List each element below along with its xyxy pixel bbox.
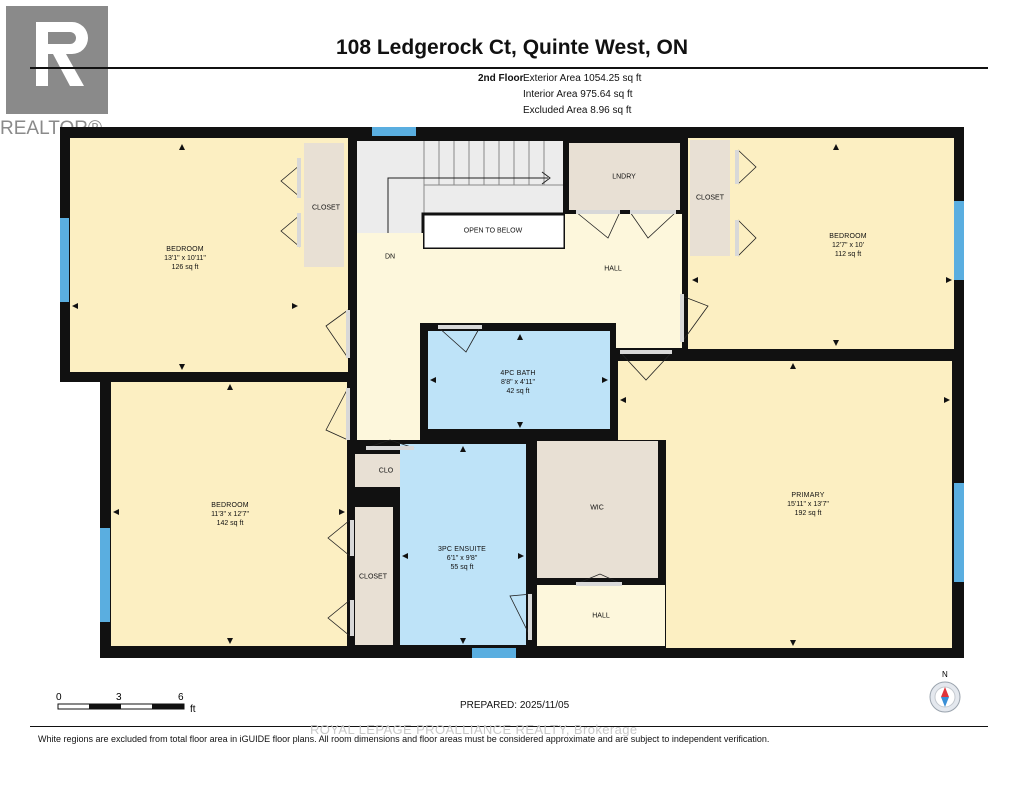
ensuite-3pc (400, 444, 526, 645)
excluded-area: Excluded Area 8.96 sq ft (523, 105, 632, 116)
label-closet-ne: CLOSET (695, 194, 725, 202)
dimension-arrows (72, 144, 952, 646)
room-name: BEDROOM (166, 246, 204, 253)
door-swings (280, 149, 757, 641)
label-open-to-below: OPEN TO BELOW (463, 227, 523, 235)
room-label-bedroom-nw: BEDROOM 13'1" x 10'11" 126 sq ft (164, 245, 206, 272)
door-leaves (297, 150, 739, 640)
room-dims: 11'3" x 12'7" (211, 511, 249, 518)
label-hall-main: HALL (604, 265, 622, 273)
page-title: 108 Ledgerock Ct, Quinte West, ON (335, 36, 689, 59)
interior-area: Interior Area 975.64 sq ft (523, 89, 633, 100)
wic (537, 441, 658, 578)
scale-tick-3: 3 (116, 692, 122, 703)
label-hall-small: HALL (592, 612, 610, 620)
label-dn: DN (384, 253, 396, 261)
scale-bar: 0 3 6 ft (56, 692, 196, 715)
room-name: 3PC ENSUITE (437, 546, 487, 553)
room-name: PRIMARY (791, 492, 825, 499)
label-closet-nw: CLOSET (311, 204, 341, 212)
room-label-primary: PRIMARY 15'11" x 13'7" 192 sq ft (787, 491, 829, 518)
room-name: BEDROOM (829, 233, 867, 240)
room-dims: 13'1" x 10'11" (164, 255, 206, 262)
bath-4pc (428, 331, 610, 429)
hall-main (357, 214, 682, 440)
closet-nw (304, 143, 344, 267)
windows (60, 127, 964, 658)
room-area: 126 sq ft (171, 264, 199, 271)
hall-small (537, 585, 665, 646)
room-dims: 8'8" x 4'11" (501, 379, 535, 386)
room-label-bedroom-ne: BEDROOM 12'7" x 10' 112 sq ft (829, 232, 867, 259)
room-dims: 15'11" x 13'7" (787, 501, 829, 508)
primary-bedroom (618, 361, 952, 648)
closet-sw (355, 507, 393, 645)
room-label-bath-4pc: 4PC BATH 8'8" x 4'11" 42 sq ft (500, 369, 535, 396)
header-divider (30, 67, 988, 69)
label-clo: CLO (378, 467, 394, 475)
bedroom-sw (111, 382, 347, 646)
scale-tick-6: 6 (178, 692, 184, 703)
room-area: 55 sq ft (450, 564, 474, 571)
scale-tick-0: 0 (56, 692, 62, 703)
disclaimer-text: White regions are excluded from total fl… (38, 734, 770, 744)
room-area: 112 sq ft (834, 251, 862, 258)
room-dims: 12'7" x 10' (831, 242, 865, 249)
room-dims: 6'1" x 9'8" (446, 555, 478, 562)
bedroom-ne (688, 138, 954, 349)
prepared-date: PREPARED: 2025/11/05 (460, 700, 570, 711)
closet-ne (690, 140, 730, 256)
floor-label: 2nd Floor (478, 73, 524, 84)
room-name: 4PC BATH (500, 370, 536, 377)
room-name: BEDROOM (211, 502, 249, 509)
compass-north: N (942, 670, 948, 679)
compass-icon: N (929, 670, 961, 713)
brokerage-watermark: ROYAL LEPAGE PROALLIANCE REALTY, Brokera… (310, 722, 638, 737)
room-area: 142 sq ft (216, 520, 244, 527)
room-area: 42 sq ft (506, 388, 530, 395)
room-label-bedroom-sw: BEDROOM 11'3" x 12'7" 142 sq ft (211, 501, 249, 528)
label-wic: WIC (590, 504, 604, 512)
footer-divider (30, 726, 988, 727)
room-label-ensuite-3pc: 3PC ENSUITE 6'1" x 9'8" 55 sq ft (438, 545, 486, 572)
bedroom-nw (70, 138, 348, 372)
label-lndry: LNDRY (612, 173, 636, 181)
label-closet-sw: CLOSET (358, 573, 388, 581)
scale-unit: ft (190, 704, 196, 715)
room-area: 192 sq ft (794, 510, 822, 517)
laundry (569, 143, 680, 210)
exterior-area: Exterior Area 1054.25 sq ft (523, 73, 642, 84)
